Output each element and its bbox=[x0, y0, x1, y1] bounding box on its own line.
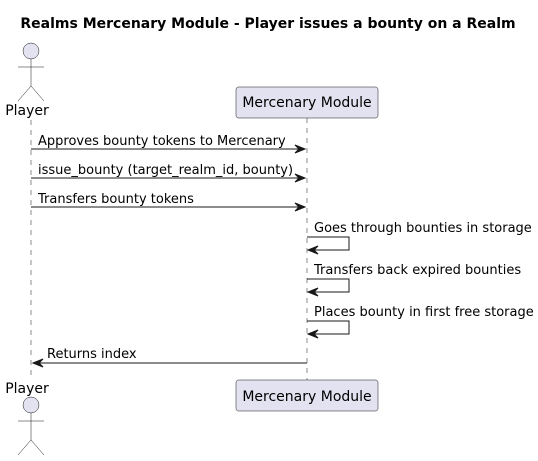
message-label: Goes through bounties in storage bbox=[314, 221, 532, 236]
player-actor-bottom[interactable]: Player bbox=[5, 381, 49, 456]
player-label-top: Player bbox=[5, 103, 49, 119]
mercenary-module-participant-top[interactable]: Mercenary Module bbox=[235, 86, 379, 119]
actor-body-icon bbox=[17, 413, 45, 456]
arrowhead-icon bbox=[294, 173, 307, 183]
message-label: Places bounty in first free storage bbox=[314, 305, 534, 320]
actor-head-icon bbox=[22, 42, 40, 60]
message-label: Transfers bounty tokens bbox=[37, 192, 194, 207]
participant-box bbox=[235, 379, 379, 412]
player-label-bottom: Player bbox=[5, 381, 49, 397]
arrowhead-icon bbox=[306, 329, 319, 339]
message-label: Returns index bbox=[47, 347, 137, 362]
message-label: Transfers back expired bounties bbox=[313, 263, 521, 278]
self-message-arrow-line bbox=[307, 236, 350, 251]
self-message-arrow-line bbox=[307, 278, 350, 293]
participant-box bbox=[235, 86, 379, 119]
self-message-arrow-line bbox=[307, 320, 350, 335]
message-goes-through-bounties: Goes through bounties in storage bbox=[306, 221, 532, 255]
player-actor-top[interactable]: Player bbox=[5, 42, 49, 119]
mercenary-module-participant-bottom[interactable]: Mercenary Module bbox=[235, 379, 379, 412]
message-transfers-bounty-tokens: Transfers bounty tokens bbox=[31, 192, 307, 212]
message-approves-bounty-tokens: Approves bounty tokens to Mercenary bbox=[31, 134, 307, 154]
message-issue-bounty: issue_bounty (target_realm_id, bounty) bbox=[31, 163, 307, 183]
actor-head-icon bbox=[22, 396, 40, 414]
arrowhead-icon bbox=[294, 202, 307, 212]
arrowhead-icon bbox=[294, 144, 307, 154]
message-transfers-back-expired: Transfers back expired bounties bbox=[306, 263, 521, 297]
message-label: issue_bounty (target_realm_id, bounty) bbox=[38, 163, 293, 178]
arrowhead-icon bbox=[31, 358, 44, 368]
message-returns-index: Returns index bbox=[31, 347, 307, 368]
mercenary-module-label-bottom: Mercenary Module bbox=[242, 389, 371, 405]
arrowhead-icon bbox=[306, 245, 319, 255]
arrowhead-icon bbox=[306, 287, 319, 297]
mercenary-module-label-top: Mercenary Module bbox=[242, 95, 371, 111]
actor-body-icon bbox=[17, 59, 45, 102]
diagram-title: Realms Mercenary Module - Player issues … bbox=[20, 16, 515, 32]
message-places-bounty: Places bounty in first free storage bbox=[306, 305, 534, 339]
message-label: Approves bounty tokens to Mercenary bbox=[38, 134, 286, 149]
